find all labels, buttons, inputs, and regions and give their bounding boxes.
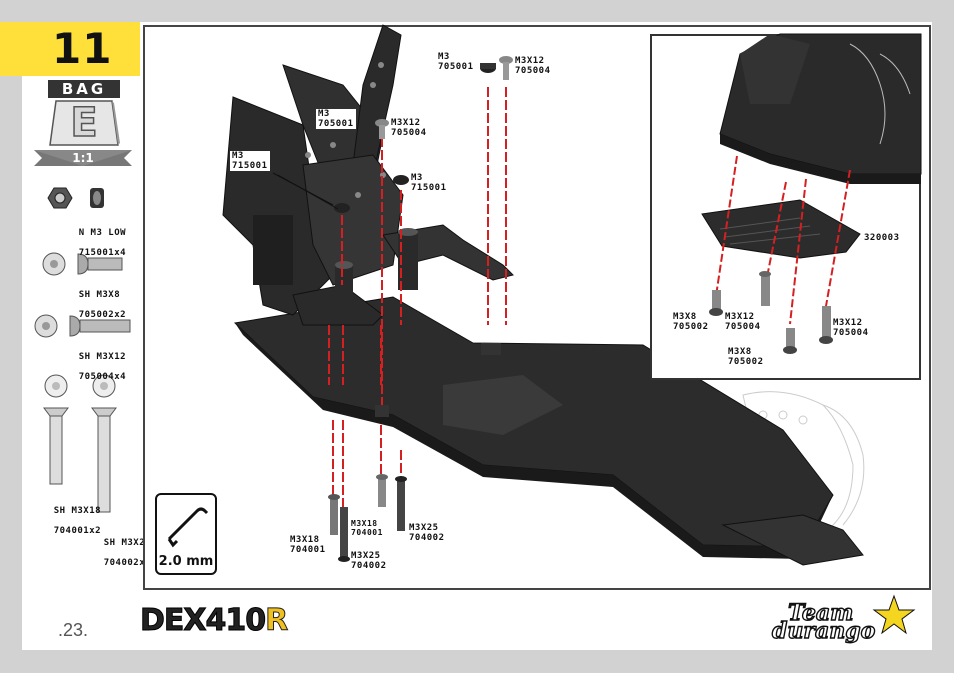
callout-name: M3X12 [833, 318, 863, 328]
inset-callout-m3x8: M3X8 705002 [673, 312, 709, 332]
parts-item-label: SH M3X18 704001x2 [30, 496, 101, 546]
part-name: SH M3X25 [103, 538, 152, 548]
tool-size: 2.0 mm [158, 554, 214, 569]
part-name: SH M3X12 [78, 352, 127, 362]
part-name: SH M3X18 [53, 506, 102, 516]
brand-line2: durango [771, 617, 876, 644]
part-code: 715001x4 [78, 248, 127, 258]
callout-name: M3X25 [351, 551, 381, 561]
callout-code: 704002 [409, 533, 445, 543]
callout-code: 705002 [673, 322, 709, 332]
callout-m3x18: M3X18 704001 [351, 519, 383, 537]
callout-code: 705004 [725, 322, 761, 332]
callout-name: M3X8 [673, 312, 697, 322]
inset-drawing [701, 33, 922, 354]
page-number: .23. [58, 620, 89, 640]
product-name: DEX410 [139, 603, 266, 639]
guide-lines [328, 87, 507, 525]
star-icon [872, 594, 916, 635]
parts-icons [34, 187, 131, 513]
callout-code: 704001 [290, 545, 326, 555]
callout-m3-low-nut: M3 715001 [411, 173, 447, 193]
rear-pod [721, 514, 864, 566]
bag-letter: E [70, 99, 99, 147]
callout-name: M3X12 [391, 118, 421, 128]
parts-item-label: N M3 LOW 715001x4 [55, 218, 126, 268]
inset-callout-m3x12: M3X12 705004 [833, 318, 869, 338]
callout-name: M3 [318, 109, 330, 119]
skid-plate [701, 199, 861, 259]
callout-code: 705004 [833, 328, 869, 338]
callout-m3x12: M3X12 705004 [391, 118, 427, 138]
product-suffix: R [265, 603, 289, 639]
callout-code: 705001 [318, 119, 354, 129]
callout-code: 705004 [515, 66, 551, 76]
callout-name: M3X12 [515, 56, 545, 66]
hex-tool-box: 2.0 mm [155, 493, 217, 575]
callout-m3x12: M3X12 705004 [515, 56, 551, 76]
inset-callout-m3x12: M3X12 705004 [725, 312, 761, 332]
part-name: N M3 LOW [78, 228, 127, 238]
inset-bg-lines [849, 43, 911, 145]
part-name: SH M3X8 [78, 290, 121, 300]
callout-name: M3 [232, 151, 244, 161]
brand-logo: Team durango [766, 594, 926, 650]
callout-name: M3X25 [409, 523, 439, 533]
callout-name: M3 [438, 52, 450, 62]
callout-code: 715001 [411, 183, 447, 193]
step-tab [0, 22, 140, 76]
inset-screws [709, 271, 833, 354]
step-number: 11 [52, 24, 113, 73]
callout-m3x25: M3X25 704002 [351, 551, 387, 571]
callout-code: 704001 [351, 528, 383, 537]
callout-code: 705004 [391, 128, 427, 138]
bag-label: BAG [48, 80, 120, 98]
brand-line1: Team [787, 599, 854, 626]
callout-m3x18: M3X18 704001 [290, 535, 326, 555]
parts-item-label: SH M3X8 705002x2 [55, 280, 126, 330]
part-code: 705002x2 [78, 310, 127, 320]
callout-name: M3 [411, 173, 423, 183]
parts-item-label: SH M3X25 704002x2 [80, 528, 151, 578]
part-code: 705004x4 [78, 372, 127, 382]
callout-name: M3X18 [290, 535, 320, 545]
bag-icon [49, 100, 120, 146]
callout-name: M3X18 [351, 519, 378, 528]
screw-m3x12-icon [34, 314, 131, 338]
hex-key-icon [167, 507, 209, 548]
brace-posts [292, 224, 514, 417]
inset-guide-lines [715, 155, 851, 325]
callout-m3-low-nut: M3 715001 [230, 151, 270, 171]
inset-callout-m3x8: M3X8 705002 [728, 347, 764, 367]
scale-text: 1:1 [72, 151, 94, 165]
callout-code: 705002 [728, 357, 764, 367]
parts-item-label: SH M3X12 705004x4 [55, 342, 126, 392]
nut-icon [47, 187, 104, 209]
screw-long-icons [43, 374, 117, 513]
callout-code: 715001 [232, 161, 268, 171]
callout-code: 705001 [438, 62, 474, 72]
part-code: 704002x2 [103, 558, 152, 568]
scale-banner [34, 150, 132, 166]
callout-leader [277, 174, 339, 210]
callout-m3x25: M3X25 704002 [409, 523, 445, 543]
inset-part-code: 320003 [864, 233, 900, 243]
callout-name: M3X8 [728, 347, 752, 357]
callout-m3-nut: M3 705001 [316, 109, 356, 129]
screw-m3x8-icon [42, 252, 123, 276]
callout-name: M3X12 [725, 312, 755, 322]
product-logo: DEX410R [139, 603, 289, 639]
part-code: 704001x2 [53, 526, 102, 536]
main-screws [328, 56, 513, 562]
callout-m3-nut: M3 705001 [438, 52, 474, 72]
callout-code: 704002 [351, 561, 387, 571]
